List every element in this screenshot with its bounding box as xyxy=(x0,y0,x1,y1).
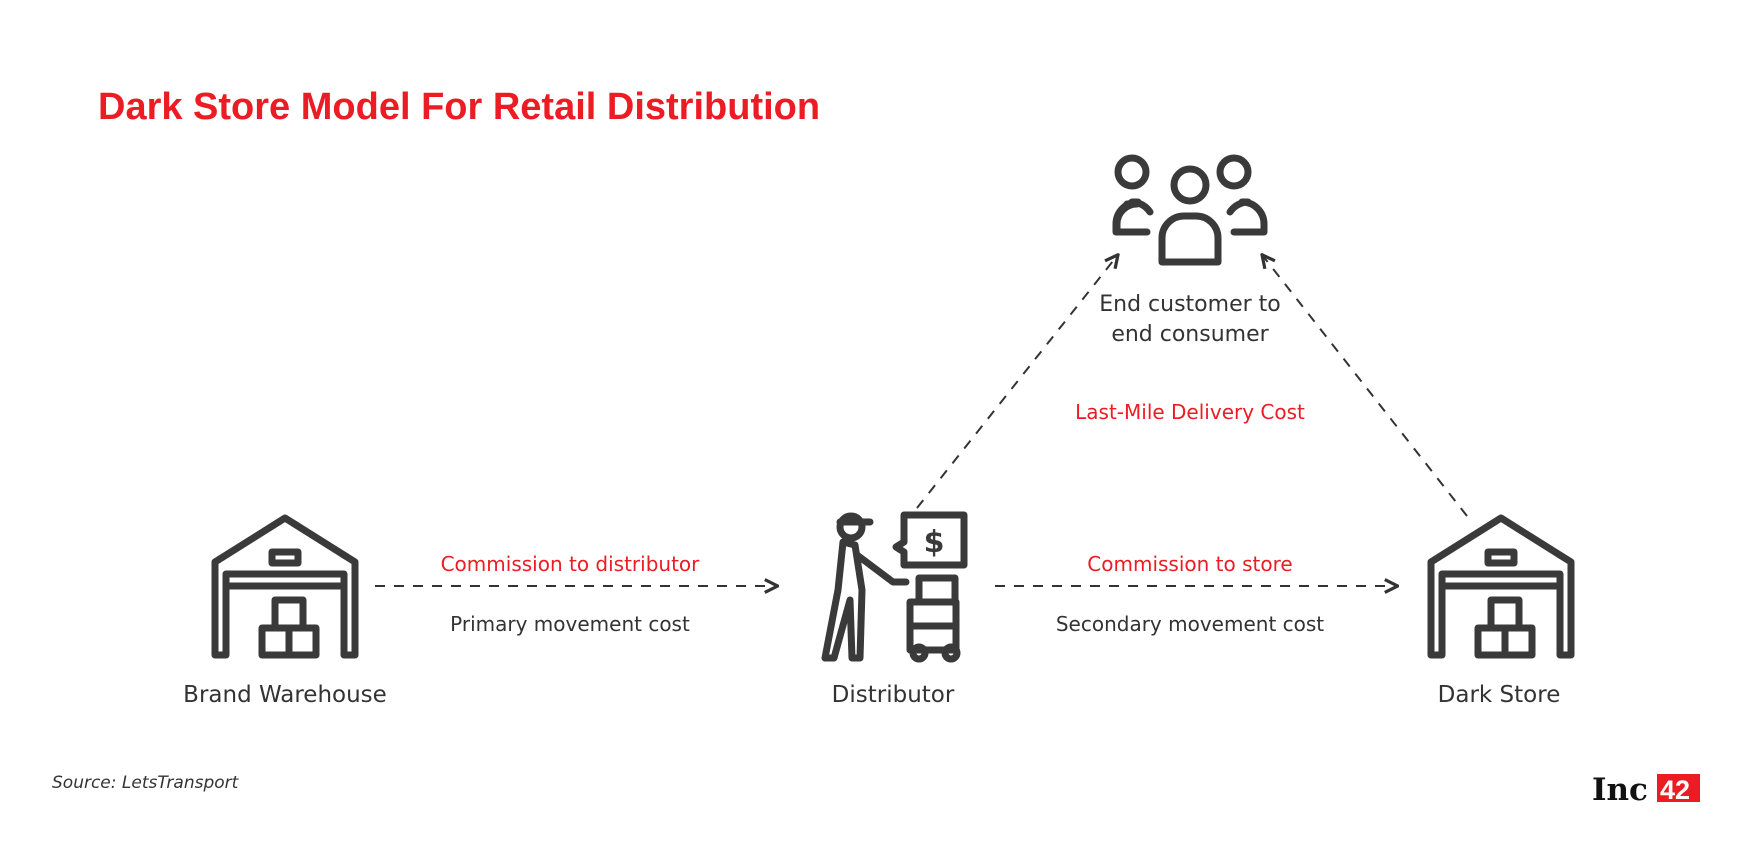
dark-store-icon xyxy=(1427,514,1575,659)
warehouse-label: Brand Warehouse xyxy=(183,682,387,708)
dark-store-label: Dark Store xyxy=(1438,682,1561,708)
customers-label-line1: End customer to xyxy=(1099,292,1280,317)
primary-movement-label: Primary movement cost xyxy=(450,612,690,636)
svg-text:$: $ xyxy=(924,525,945,560)
inc42-logo: Inc 42 xyxy=(1592,772,1700,808)
customers-icon xyxy=(1112,154,1268,266)
source-note: Source: LetsTransport xyxy=(52,773,240,793)
warehouse-icon xyxy=(211,514,359,659)
distributor-icon: $ xyxy=(821,511,968,663)
customers-label-line2: end consumer xyxy=(1111,322,1269,347)
commission-distributor-label: Commission to distributor xyxy=(441,552,701,576)
logo-text-red: 42 xyxy=(1660,775,1690,805)
last-mile-label: Last-Mile Delivery Cost xyxy=(1075,400,1305,424)
distributor-label: Distributor xyxy=(832,682,955,708)
commission-store-label: Commission to store xyxy=(1087,552,1292,576)
store-to-customer-arrow xyxy=(1263,256,1468,517)
logo-text-black: Inc xyxy=(1592,772,1648,808)
secondary-movement-label: Secondary movement cost xyxy=(1056,612,1324,636)
distributor-to-customer-arrow xyxy=(916,256,1117,509)
page-title: Dark Store Model For Retail Distribution xyxy=(98,86,820,128)
